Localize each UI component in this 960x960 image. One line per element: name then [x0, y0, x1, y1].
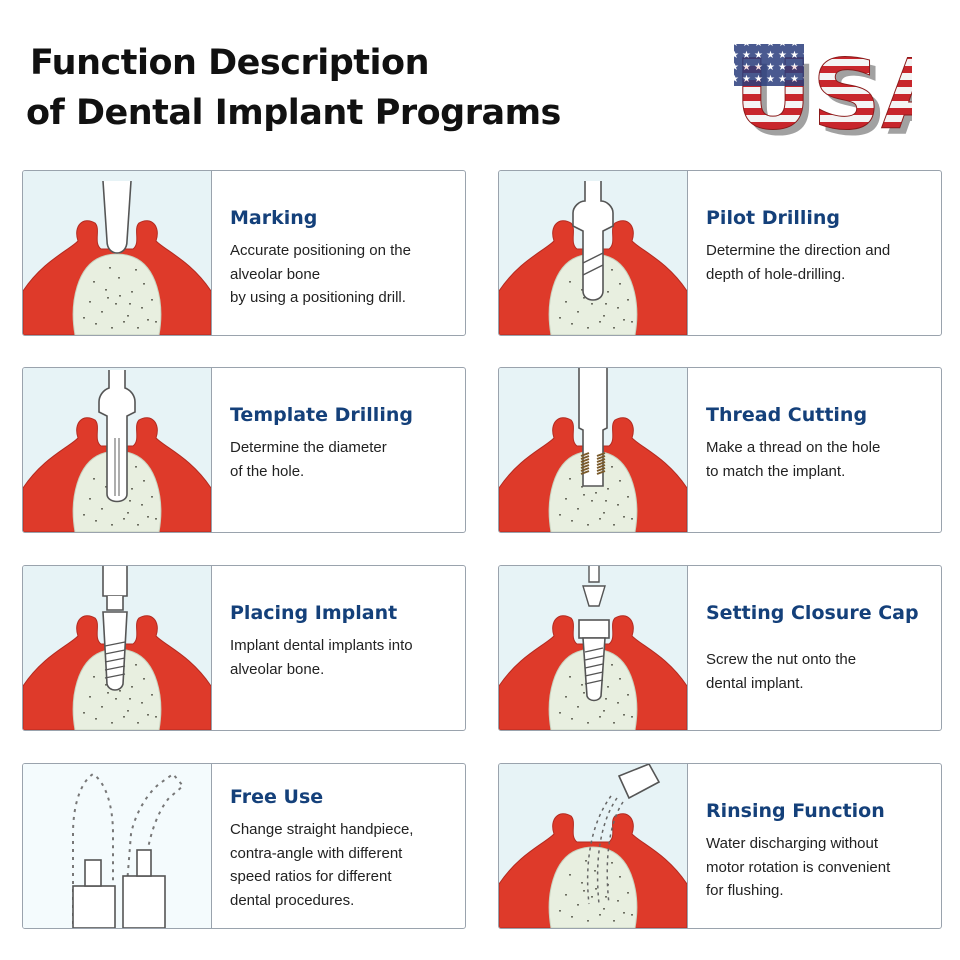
placing-implant-diagram	[23, 566, 211, 730]
template-drilling-diagram	[23, 370, 211, 532]
free-use-description: Change straight handpiece, contra-angle w…	[230, 818, 457, 912]
description-line: contra-angle with different	[230, 844, 403, 862]
thread-cutting-illustration	[499, 368, 688, 532]
description-line: alveolar bone	[230, 265, 321, 283]
description-line: Water discharging without	[706, 835, 879, 852]
marking-description: Accurate positioning on the alveolar bone…	[230, 239, 457, 310]
description-line: depth of hole-drilling.	[706, 265, 846, 283]
marking-title: Marking	[230, 207, 318, 229]
free-use-illustration	[23, 764, 212, 928]
description-line: dental implant.	[706, 674, 804, 692]
marking-diagram	[23, 180, 211, 335]
title-line-1: Function Description	[30, 43, 430, 83]
description-line: speed ratios for different	[230, 868, 392, 885]
description-line: Implant dental implants into	[230, 637, 413, 654]
description-line: for flushing.	[706, 882, 784, 899]
description-line: Accurate positioning on the	[230, 242, 411, 259]
description-line: Determine the direction and	[706, 242, 891, 259]
description-line: of the hole.	[230, 462, 305, 480]
rinsing-function-diagram	[499, 764, 687, 928]
thread-cutting-title: Thread Cutting	[706, 404, 868, 426]
placing-implant-title: Placing Implant	[230, 602, 398, 624]
description-line: motor rotation is convenient	[706, 858, 891, 876]
pilot-drilling-title: Pilot Drilling	[706, 207, 841, 229]
placing-implant-description: Implant dental implants into alveolar bon…	[230, 634, 457, 681]
description-line: to match the implant.	[706, 462, 846, 480]
marking-illustration	[23, 171, 212, 335]
template-drilling-description: Determine the diameter of the hole.	[230, 436, 457, 483]
template-drilling-illustration	[23, 368, 212, 532]
setting-closure-cap-illustration	[499, 566, 688, 730]
description-line: by using a positioning drill.	[230, 289, 406, 306]
rinsing-function-title: Rinsing Function	[706, 800, 885, 822]
pilot-drilling-illustration	[499, 171, 688, 335]
free-use-diagram	[23, 764, 211, 928]
setting-closure-cap-title: Setting Closure Cap	[706, 602, 919, 624]
usa-flag-logo: ★ USA USA	[734, 39, 913, 151]
thread-cutting-description: Make a thread on the hole to match the im…	[706, 436, 933, 483]
thread-cutting-diagram	[499, 368, 687, 532]
placing-implant-illustration	[23, 566, 212, 730]
description-line: Determine the diameter	[230, 439, 387, 456]
rinsing-function-description: Water discharging without motor rotation …	[706, 832, 933, 903]
pilot-drilling-diagram	[499, 181, 687, 335]
page-title: Function Description of Dental Implant P…	[26, 38, 561, 138]
description-line: dental procedures.	[230, 891, 355, 909]
description-line: Change straight handpiece,	[230, 821, 414, 838]
description-line: alveolar bone.	[230, 660, 325, 678]
pilot-drilling-description: Determine the direction and depth of hole…	[706, 239, 933, 286]
description-line: Make a thread on the hole	[706, 439, 881, 456]
setting-closure-cap-diagram	[499, 566, 687, 730]
title-line-2: of Dental Implant Programs	[26, 93, 561, 133]
rinsing-function-illustration	[499, 764, 688, 928]
template-drilling-title: Template Drilling	[230, 404, 413, 426]
free-use-title: Free Use	[230, 786, 324, 808]
description-line: Screw the nut onto the	[706, 651, 857, 668]
setting-closure-cap-description: Screw the nut onto the dental implant.	[706, 648, 933, 695]
